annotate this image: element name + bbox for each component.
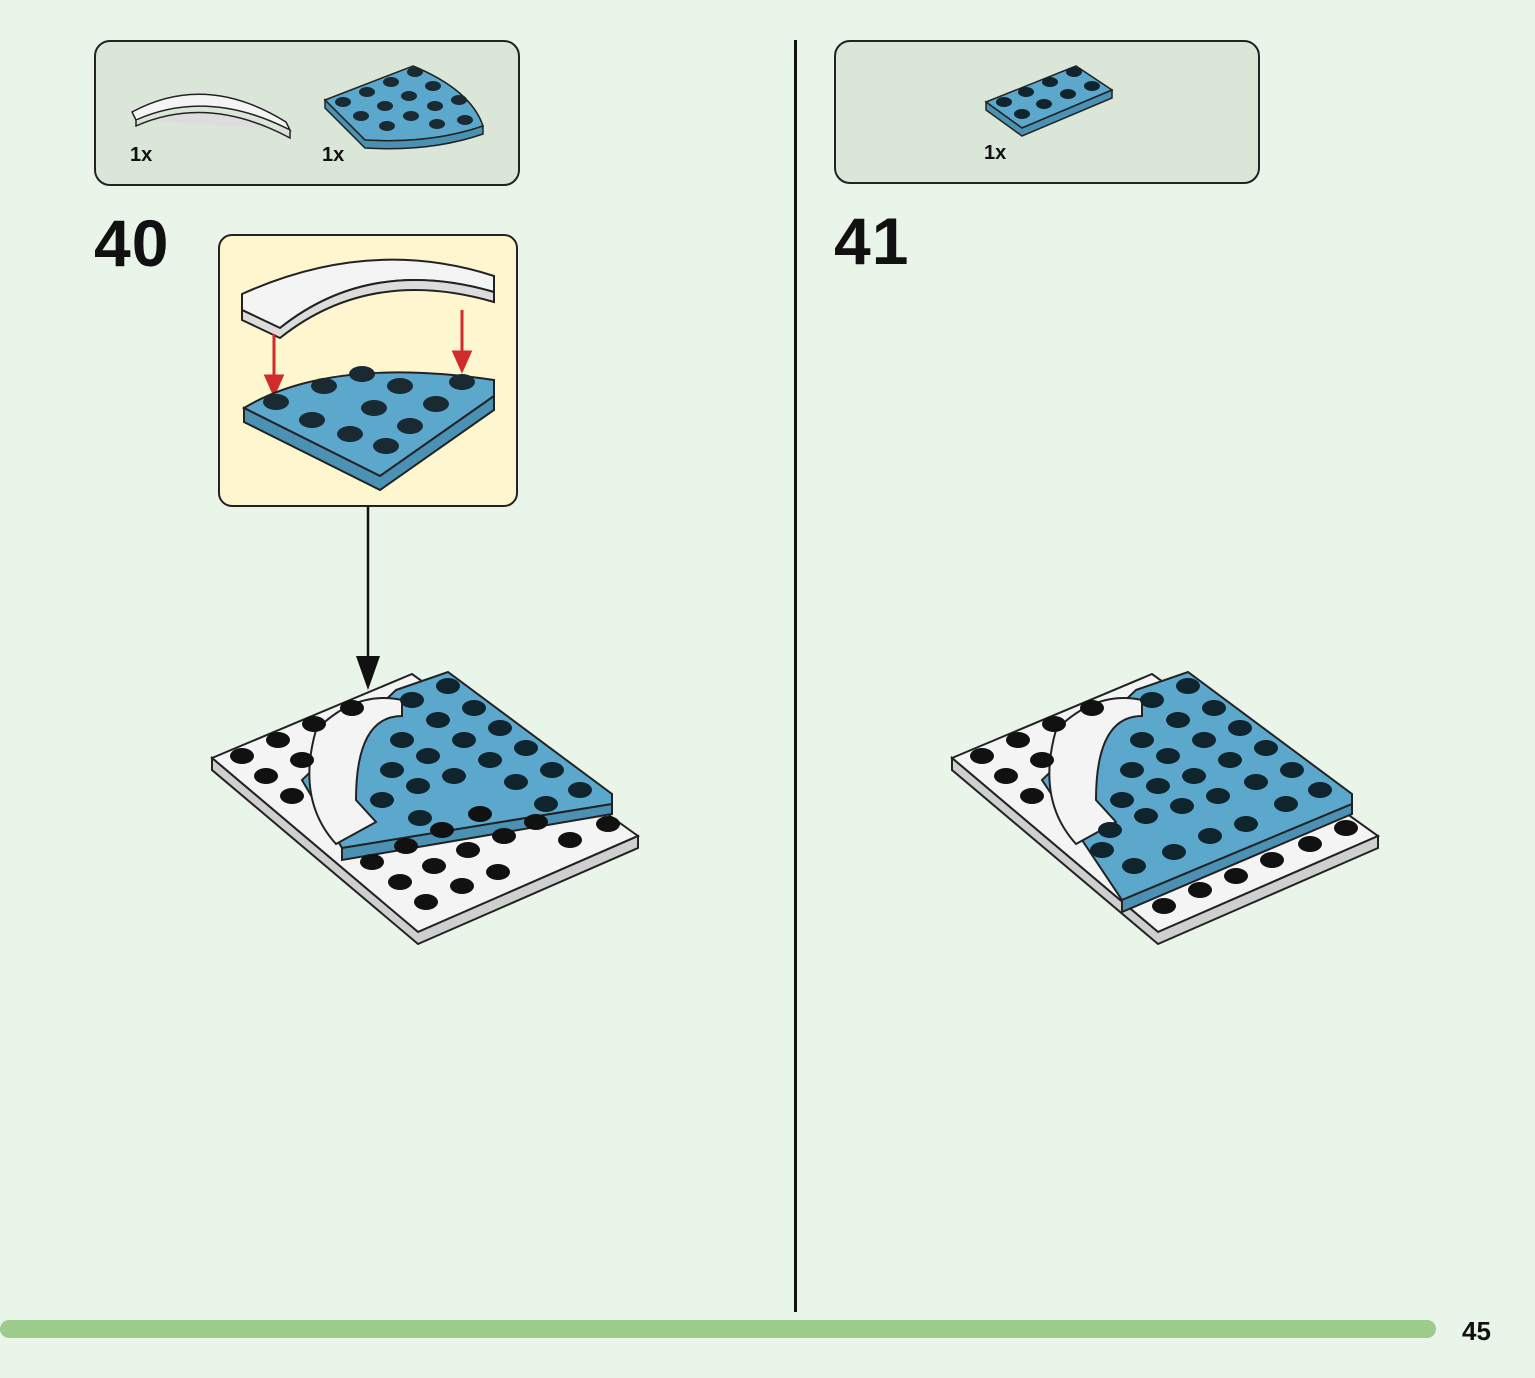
step-40-model bbox=[210, 670, 641, 946]
part-quantity: 1x bbox=[322, 144, 345, 166]
step-number: 40 bbox=[94, 206, 170, 280]
part-quantity: 1x bbox=[984, 142, 1007, 164]
step-number: 41 bbox=[834, 204, 910, 278]
sub-assembly-callout bbox=[218, 234, 518, 507]
step-41-model bbox=[950, 670, 1381, 946]
parts-box-step-40: 1x 1x bbox=[94, 40, 520, 186]
red-arrow-icon bbox=[263, 310, 473, 398]
column-divider bbox=[794, 40, 797, 1312]
page-number: 45 bbox=[1462, 1316, 1491, 1346]
blue-plate-2x4-icon bbox=[984, 65, 1114, 137]
blue-round-corner-plate-icon bbox=[323, 65, 484, 150]
assembly-arrow-icon bbox=[356, 506, 380, 690]
curved-white-tile-icon bbox=[131, 93, 292, 140]
parts-box-step-41: 1x bbox=[834, 40, 1260, 184]
part-quantity: 1x bbox=[130, 144, 153, 166]
page-progress-bar bbox=[0, 1320, 1436, 1338]
callout-illustration bbox=[241, 258, 495, 492]
